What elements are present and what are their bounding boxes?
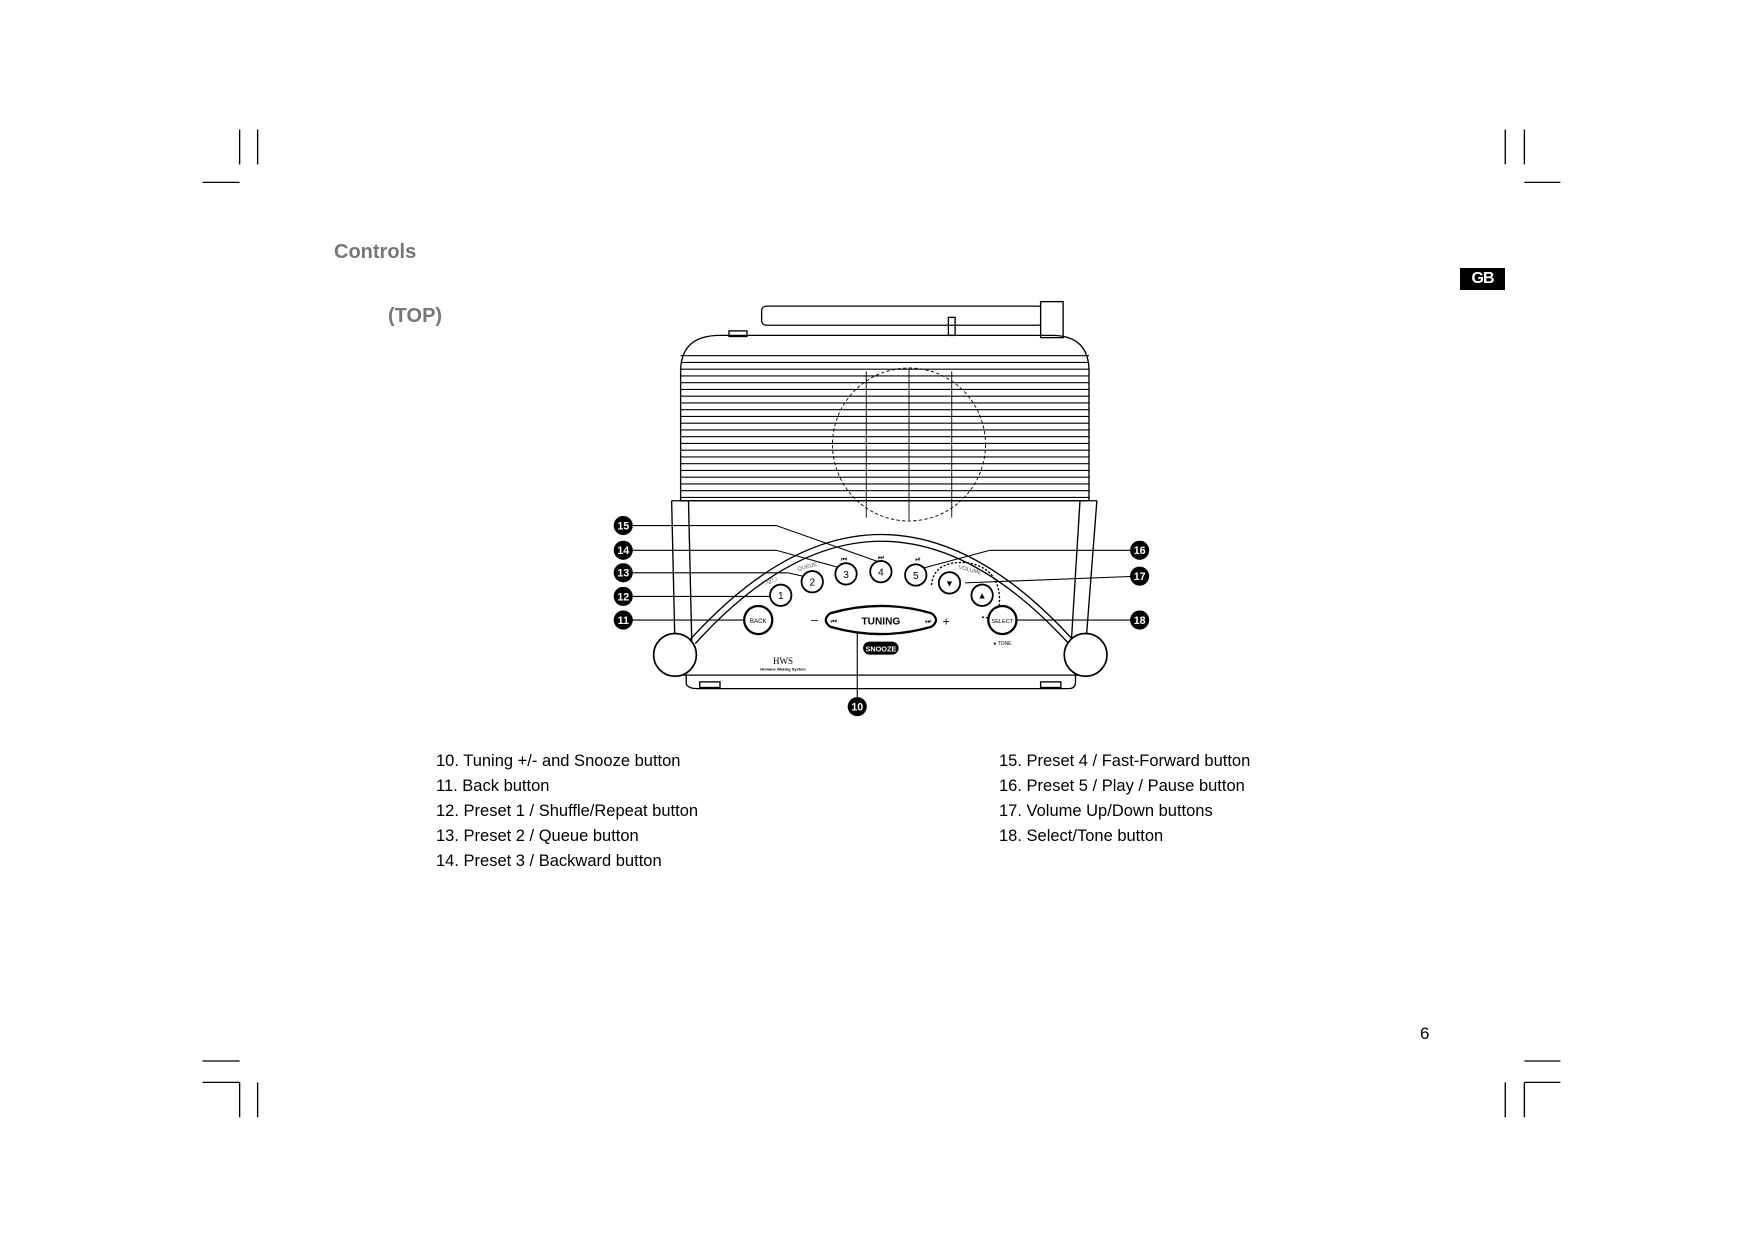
legend-item: 15. Preset 4 / Fast-Forward button	[999, 752, 1251, 770]
callout-badge	[1130, 540, 1150, 560]
svg-text:VOLUME: VOLUME	[958, 565, 983, 577]
svg-text:2: 2	[809, 578, 815, 589]
svg-text:5: 5	[913, 571, 919, 582]
callout-number: 16	[1134, 545, 1146, 557]
foot-right	[1063, 632, 1108, 678]
preset-3-button[interactable]	[834, 562, 858, 586]
callout-number: 10	[851, 702, 863, 714]
preset-2-button[interactable]	[800, 570, 824, 594]
brand-logo: HWS	[773, 656, 793, 666]
callout-badge	[613, 515, 633, 536]
legend-left: 10. Tuning +/- and Snooze button 11. Bac…	[436, 749, 698, 874]
legend-item: 13. Preset 2 / Queue button	[436, 827, 639, 845]
callout-badge	[613, 586, 633, 606]
callout-number: 17	[1134, 571, 1146, 583]
callout-number: 18	[1134, 615, 1146, 627]
select-button[interactable]	[987, 604, 1018, 636]
svg-text:SNOOZE: SNOOZE	[865, 645, 896, 654]
play-pause-icon: ⏯	[915, 557, 920, 564]
foot-left	[652, 632, 698, 678]
preset-1-button[interactable]	[769, 583, 793, 607]
snooze-button[interactable]	[863, 641, 899, 655]
legend-item: 17. Volume Up/Down buttons	[999, 802, 1213, 820]
svg-text:–: –	[811, 612, 818, 626]
callout-badge	[613, 540, 633, 560]
callout-badge	[1130, 610, 1150, 630]
preset-4-button[interactable]	[869, 560, 893, 584]
legend-item: 11. Back button	[436, 777, 550, 795]
control-arc	[687, 534, 1075, 642]
shuffle-repeat-icon: ⤨/↻	[764, 576, 779, 587]
page-number: 6	[1420, 1024, 1430, 1043]
antenna	[760, 305, 1044, 326]
svg-text:1: 1	[778, 591, 784, 602]
svg-text:+: +	[943, 615, 950, 629]
legend-right: 15. Preset 4 / Fast-Forward button 16. P…	[999, 749, 1250, 849]
volume-down-button[interactable]	[937, 571, 962, 595]
legend-item: 16. Preset 5 / Play / Pause button	[999, 777, 1245, 795]
previous-icon: ⏮	[831, 618, 837, 625]
svg-text:SELECT: SELECT	[991, 619, 1013, 625]
volume-down-icon: ▼	[945, 578, 954, 588]
legend-item: 18. Select/Tone button	[999, 827, 1164, 845]
crop-marks	[202, 129, 1561, 1118]
svg-text:QUEUE: QUEUE	[797, 562, 818, 573]
callout-number: 15	[617, 520, 629, 532]
back-button[interactable]	[743, 604, 774, 636]
svg-text:● TONE: ● TONE	[993, 641, 1012, 647]
preset-5-button[interactable]	[904, 563, 928, 587]
section-title: Controls	[334, 241, 417, 263]
tuning-button[interactable]	[824, 604, 938, 636]
callout-number: 13	[617, 568, 629, 580]
fast-forward-icon: ⏭	[878, 554, 884, 561]
callout-badge	[613, 563, 633, 583]
legend-item: 12. Preset 1 / Shuffle/Repeat button	[436, 802, 699, 820]
callout-number: 12	[617, 591, 629, 603]
volume-up-icon: ▲	[978, 591, 987, 601]
svg-text:Humane Waking System: Humane Waking System	[760, 667, 806, 672]
view-label: (TOP)	[388, 305, 443, 327]
legend-item: 10. Tuning +/- and Snooze button	[436, 752, 681, 770]
callout-number: 11	[618, 615, 629, 627]
legend-item: 14. Preset 3 / Backward button	[436, 852, 662, 870]
language-badge: GB	[1460, 268, 1505, 290]
speaker-grille	[679, 334, 1090, 502]
svg-text:3: 3	[843, 570, 849, 581]
svg-text:4: 4	[878, 568, 884, 579]
next-icon: ⏭	[925, 618, 931, 625]
svg-text:BACK: BACK	[750, 618, 768, 625]
callout-badge	[1130, 566, 1150, 586]
callout-number: 14	[617, 545, 629, 557]
backward-icon: ⏮	[841, 557, 847, 564]
callout-badge	[847, 697, 867, 717]
callout-badge	[613, 610, 633, 630]
svg-text:TUNING: TUNING	[862, 617, 901, 628]
volume-up-button[interactable]	[970, 583, 994, 607]
